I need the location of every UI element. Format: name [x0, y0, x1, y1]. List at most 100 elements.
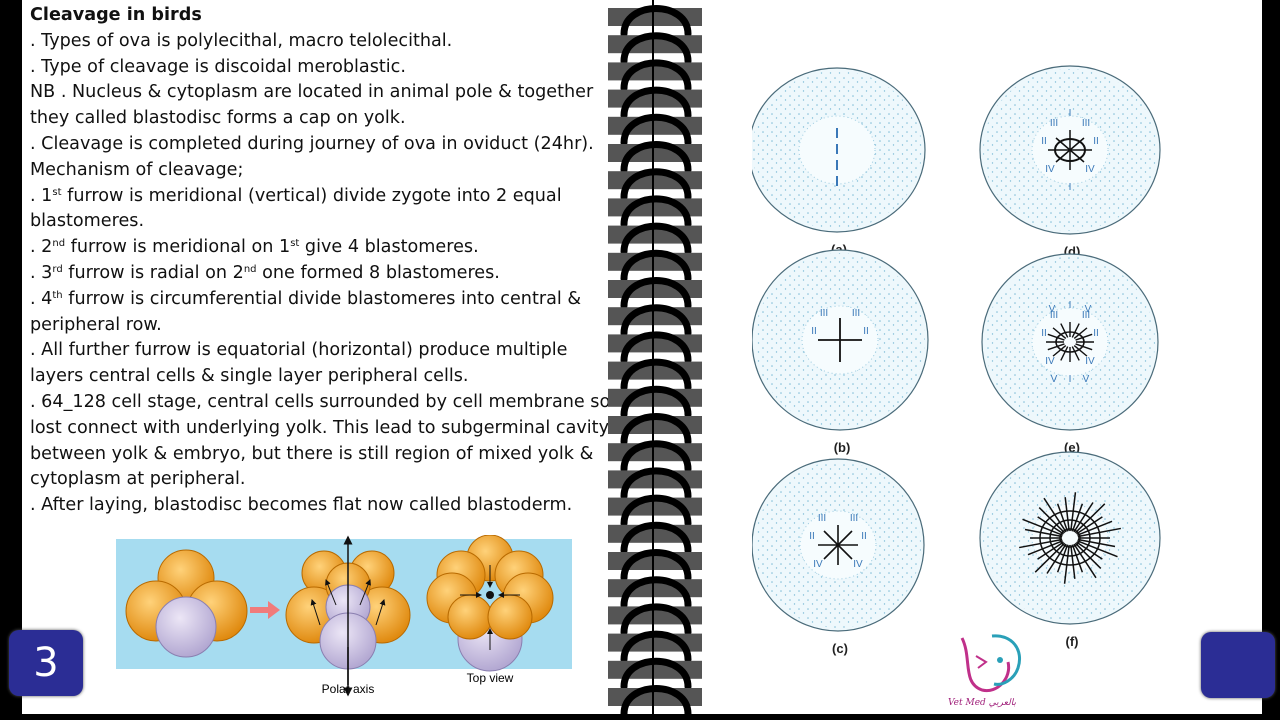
furrow	[1038, 506, 1066, 534]
spiral-binding	[608, 0, 702, 714]
text-line: . Cleavage is completed during journey o…	[30, 133, 594, 154]
furrow	[1059, 528, 1081, 548]
furrow-order-label: IV	[853, 559, 863, 570]
furrow	[1060, 346, 1069, 361]
furrow	[1056, 503, 1069, 532]
ring-icon	[620, 630, 692, 664]
furrow	[1073, 344, 1088, 357]
furrow-order-label: IV	[813, 559, 823, 570]
furrow-order-label: II	[861, 531, 867, 542]
furrow	[1071, 503, 1084, 532]
text-line: . 64_128 cell stage, central cells surro…	[30, 391, 611, 412]
furrow-order-label: I	[1069, 182, 1072, 193]
furrow-order-label: V	[1051, 374, 1058, 385]
furrow-order-label: V	[1083, 374, 1090, 385]
furrow	[1047, 333, 1065, 341]
furrow	[1055, 331, 1085, 353]
next-slide-button[interactable]	[1201, 632, 1275, 698]
text-line: between yolk & embryo, but there is stil…	[30, 443, 594, 464]
text-line: . 3rd furrow is radial on 2nd one formed…	[30, 262, 500, 283]
ring-icon	[620, 331, 692, 364]
furrow-order-label: III	[1082, 310, 1090, 321]
central-area	[1031, 307, 1109, 377]
ring-icon	[620, 113, 692, 147]
ring-icon	[620, 385, 692, 419]
stage-label: (c)	[832, 641, 848, 656]
furrow-order-label: II	[1093, 328, 1099, 339]
ring-icon	[620, 603, 692, 636]
furrow-order-label: III	[820, 308, 828, 319]
ring-icon	[620, 249, 692, 283]
ring-icon	[620, 549, 692, 582]
ring-icon	[620, 277, 692, 310]
four-cell-stage	[125, 549, 248, 658]
text-line: . 2nd furrow is meridional on 1st give 4…	[30, 237, 479, 258]
text-line: they called blastodisc forms a cap on yo…	[30, 108, 406, 129]
ring-icon	[620, 168, 692, 201]
furrow	[1055, 137, 1085, 163]
ring-icon	[620, 222, 692, 256]
ring-icon	[620, 521, 692, 555]
furrow	[1077, 520, 1113, 536]
slide-number-button[interactable]: 3	[9, 630, 83, 696]
furrow	[1027, 540, 1063, 556]
cleavage-stages-figure: (a)IIIIIIIIIIIVIVII(d)IIIIIIIIII(b)IIIII…	[752, 65, 1161, 656]
furrow-order-label: I	[1069, 374, 1072, 385]
furrow-order-label: II	[1041, 136, 1047, 147]
furrow	[1076, 541, 1103, 560]
furrow-order-label: IV	[1045, 356, 1055, 367]
ring-icon	[620, 685, 692, 714]
furrow	[1073, 502, 1094, 533]
right-arrow-icon	[250, 601, 280, 619]
furrow	[1064, 497, 1070, 532]
top-view-label: Top view	[467, 671, 514, 685]
logo-text: Vet Med بالعربي	[948, 698, 1016, 708]
ring-icon	[620, 413, 692, 446]
text-line: Mechanism of cleavage;	[30, 159, 244, 180]
text-line: . 1st furrow is meridional (vertical) di…	[30, 185, 562, 206]
text-line: . 4th furrow is circumferential divide b…	[30, 288, 582, 309]
furrow	[1037, 516, 1064, 535]
furrow	[1074, 542, 1102, 570]
polar-axis-label: Polar axis	[322, 682, 375, 696]
side-view-stage	[285, 535, 411, 697]
text-line: blastomeres.	[30, 211, 145, 232]
slide-page: Cleavage in birds . Types of ova is poly…	[22, 0, 1262, 714]
furrow-order-label: III	[1050, 310, 1058, 321]
text-line: . Type of cleavage is discoidal meroblas…	[30, 56, 406, 77]
furrow	[1037, 541, 1064, 560]
stage-a: (a)	[752, 67, 926, 257]
furrow-order-label: IV	[1045, 164, 1055, 175]
vet-med-logo: Vet Med بالعربي	[942, 628, 1032, 712]
text-line: . After laying, blastodisc becomes flat …	[30, 495, 573, 516]
furrow-order-label: II	[809, 531, 815, 542]
ring-icon	[620, 195, 692, 228]
furrow	[1071, 323, 1080, 338]
ring-icon	[620, 467, 692, 500]
furrow-order-label: I	[1069, 108, 1072, 119]
furrow	[1049, 519, 1091, 557]
stage-label: (f)	[1066, 634, 1079, 649]
ring-icon	[620, 440, 692, 473]
furrow-order-label: V	[1049, 304, 1056, 315]
furrow-order-label: II	[1041, 328, 1047, 339]
text-line: cytoplasm at peripheral.	[30, 469, 246, 490]
text-line: NB . Nucleus & cytoplasm are located in …	[30, 82, 594, 103]
text-line: . Types of ova is polylecithal, macro te…	[30, 30, 453, 51]
furrow-order-label: III	[1050, 118, 1058, 129]
furrow	[1047, 343, 1065, 351]
stage-label: (e)	[1064, 440, 1080, 455]
furrow-order-label: IV	[1085, 164, 1095, 175]
furrow-order-label: III	[1082, 118, 1090, 129]
furrow-order-label: III	[818, 513, 826, 524]
furrow-order-label: I	[1069, 300, 1072, 311]
furrow	[1077, 538, 1116, 548]
ring-icon	[620, 32, 692, 65]
furrow-order-label: II	[811, 326, 817, 337]
furrow	[1046, 543, 1067, 574]
top-view-stage	[426, 535, 554, 672]
furrow-order-label: III	[850, 513, 858, 524]
